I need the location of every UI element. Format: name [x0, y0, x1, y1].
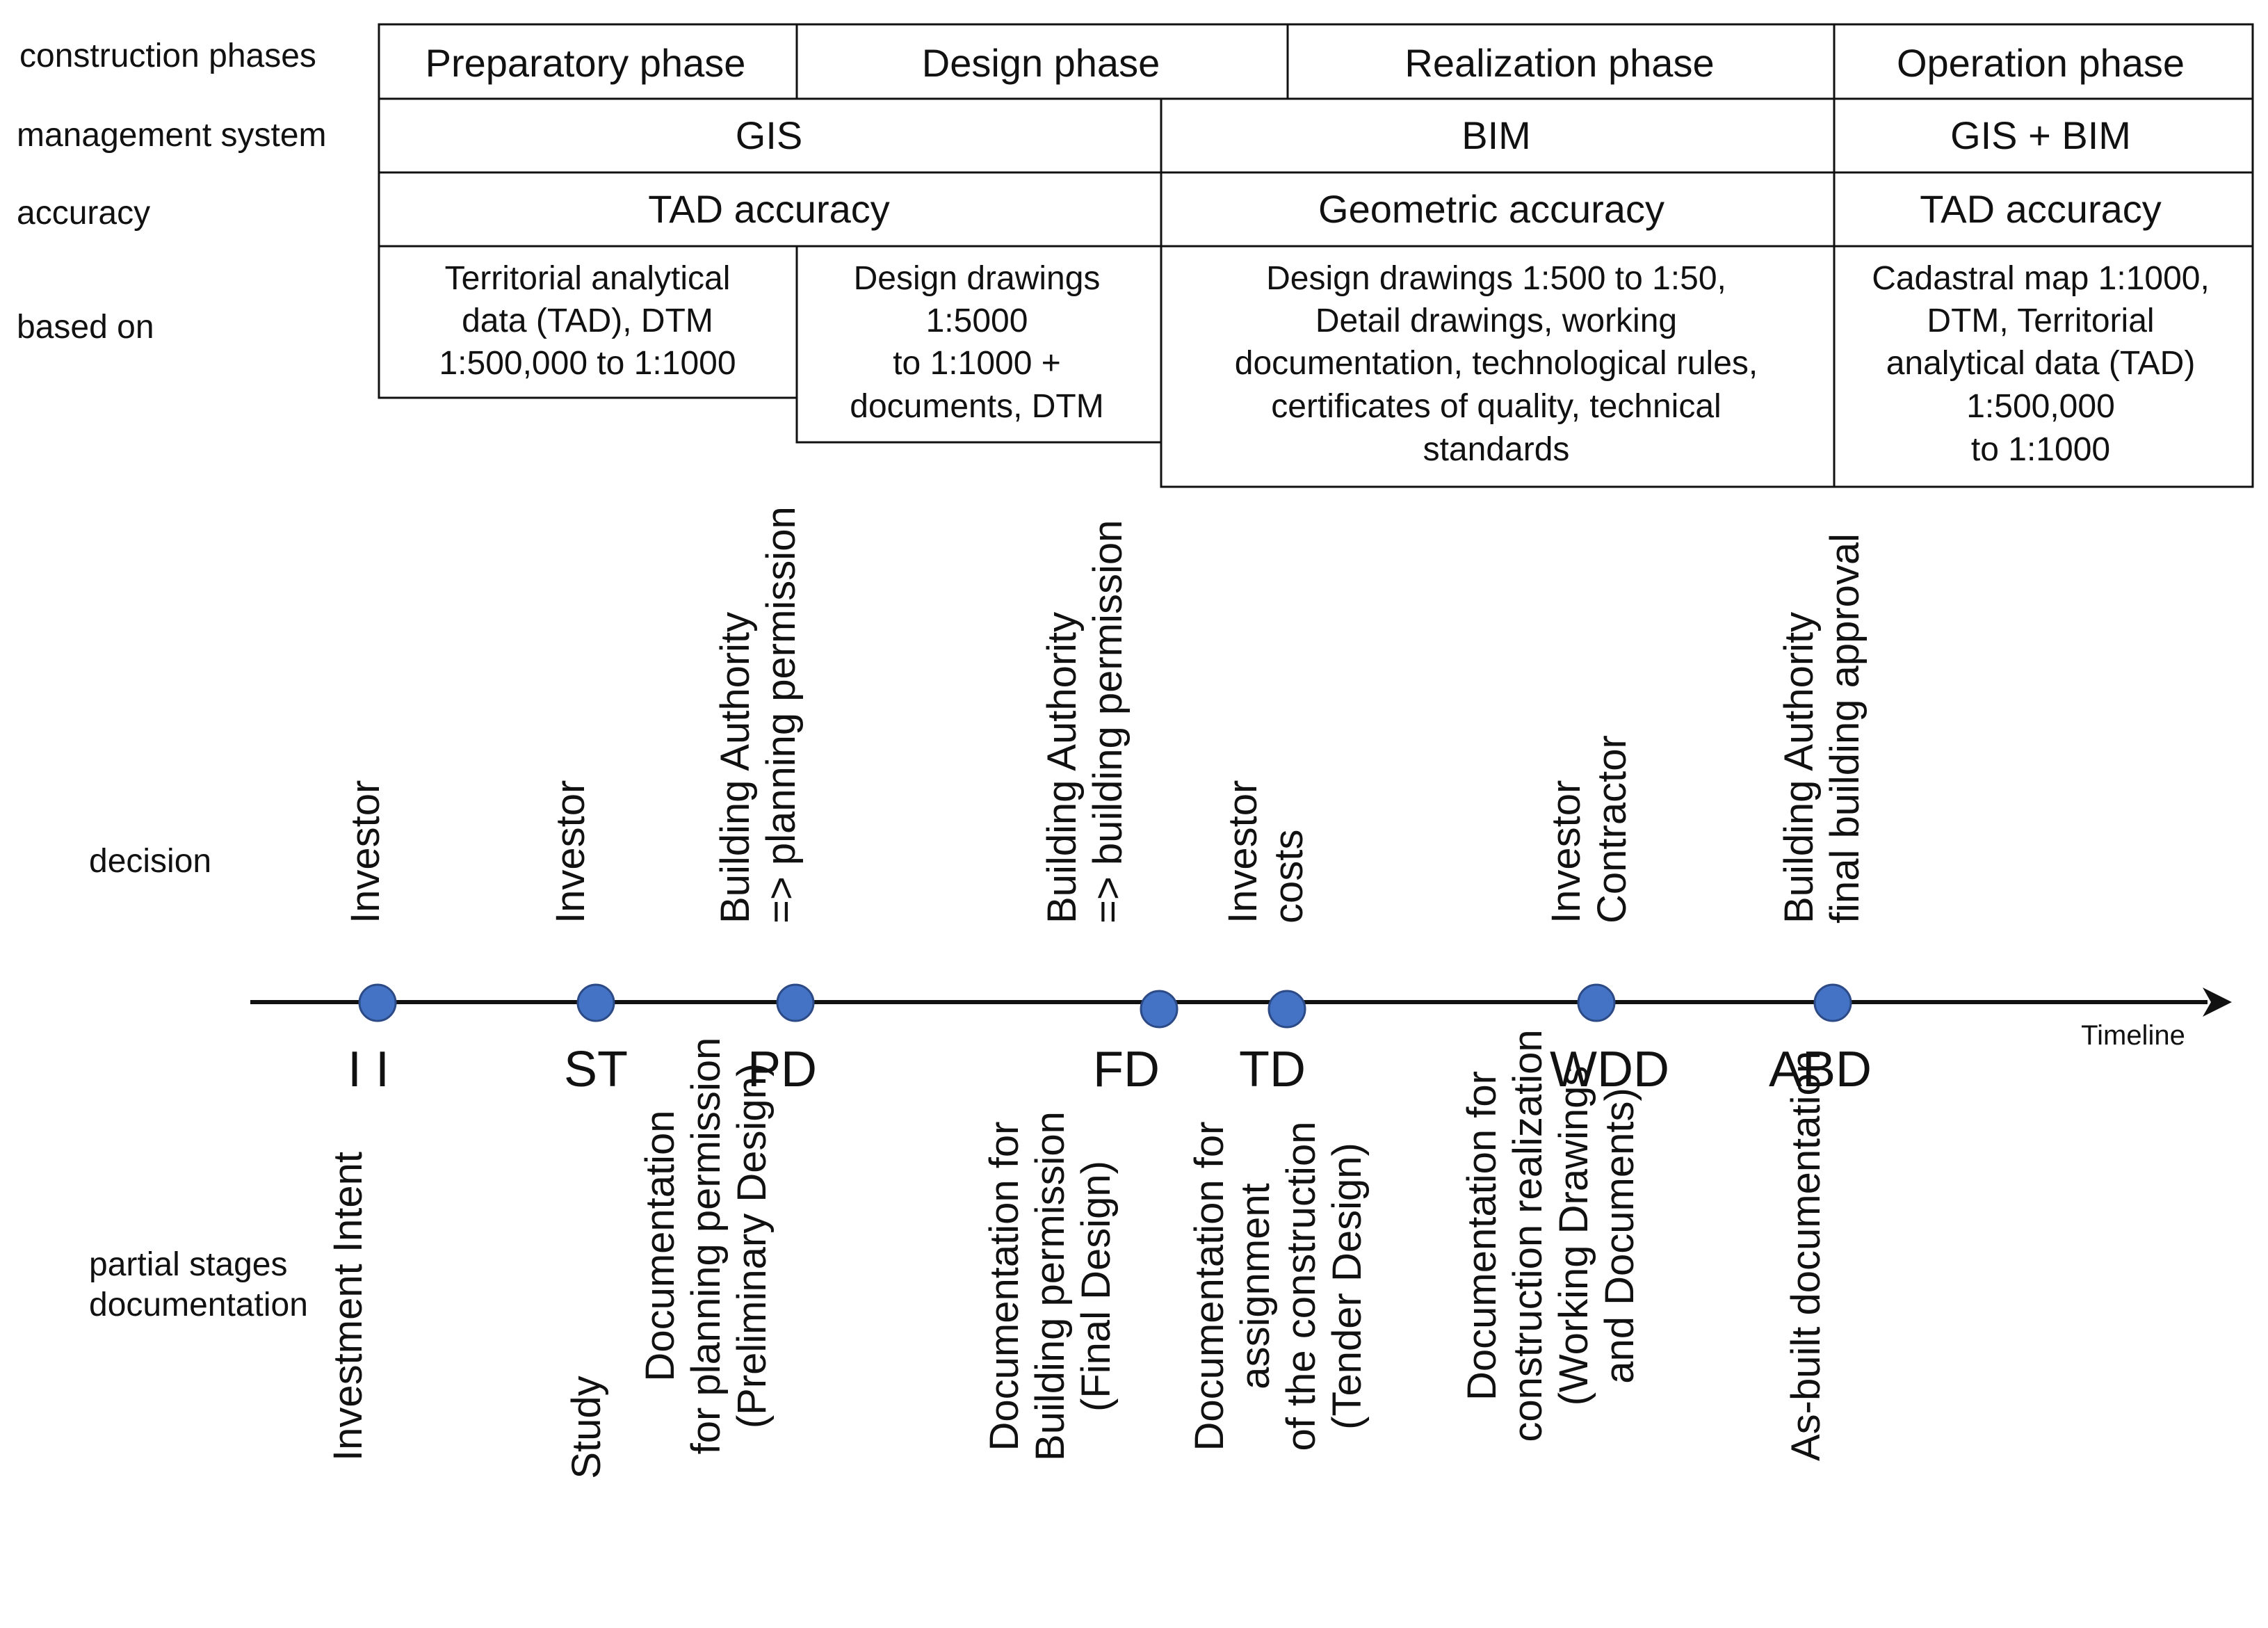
milestone-code: I I: [348, 1042, 389, 1097]
based-on-realization: Design drawings 1:500 to 1:50, Detail dr…: [1235, 260, 1758, 468]
based-on-text: Detail drawings, working: [1315, 303, 1677, 339]
milestone-point: [776, 983, 815, 1022]
decision-text: Building Authority: [1776, 612, 1822, 924]
based-on-text: 1:500,000 to 1:1000: [439, 345, 736, 382]
decision-text: Contractor: [1589, 735, 1635, 924]
milestone-code: TD: [1239, 1042, 1306, 1097]
based-on-text: documentation, technological rules,: [1235, 345, 1758, 382]
based-on-operation: Cadastral map 1:1000, DTM, Territorial a…: [1872, 260, 2210, 468]
milestone-point: [1577, 983, 1616, 1022]
based-on-text: analytical data (TAD): [1886, 345, 2196, 382]
timeline-arrowhead: [2203, 988, 2232, 1017]
based-on-design: Design drawings 1:5000 to 1:1000 + docum…: [850, 260, 1103, 425]
based-on-text: Design drawings: [854, 260, 1101, 297]
phase-design: Design phase: [922, 41, 1160, 85]
milestone-point: [576, 983, 615, 1022]
based-on-text: 1:5000: [926, 303, 1028, 339]
decision-text: => planning permission: [759, 506, 804, 924]
based-on-preparatory: Territorial analytical data (TAD), DTM 1…: [439, 260, 736, 382]
based-on-text: Territorial analytical: [445, 260, 731, 297]
decision-text: costs: [1266, 830, 1311, 924]
timeline-label: Timeline: [2081, 1020, 2185, 1051]
decision-text: Investor: [343, 780, 388, 924]
based-on-text: Design drawings 1:500 to 1:50,: [1266, 260, 1726, 297]
milestone-code: ABD: [1769, 1042, 1872, 1097]
milestone-code: WDD: [1550, 1042, 1669, 1097]
phase-table-grid: [378, 23, 2254, 488]
decision-text: Investor: [1544, 780, 1589, 924]
milestone-code: PD: [747, 1042, 817, 1097]
decision-text: final building approval: [1822, 533, 1868, 924]
milestone-point: [1813, 983, 1852, 1022]
phase-realization: Realization phase: [1404, 41, 1714, 85]
stage-text: Documentation for: [1459, 1071, 1505, 1401]
based-on-text: documents, DTM: [850, 388, 1103, 425]
row-label-construction-phases: construction phases: [19, 38, 316, 74]
milestone-pd: PD Building Authority=> planning permissi…: [638, 506, 817, 1454]
based-on-text: DTM, Territorial: [1927, 303, 2154, 339]
phase-operation: Operation phase: [1897, 41, 2185, 85]
milestone-fd: FD Building Authority=> building permissi…: [982, 520, 1178, 1461]
based-on-text: data (TAD), DTM: [462, 303, 713, 339]
phase-preparatory: Preparatory phase: [426, 41, 746, 85]
decision-text: Investor: [1220, 780, 1265, 924]
row-label-partial-stages-2: documentation: [89, 1287, 308, 1323]
milestone-point: [1140, 990, 1178, 1029]
row-label-accuracy: accuracy: [17, 195, 150, 232]
stage-text: of the construction: [1279, 1122, 1324, 1451]
management-gis: GIS: [736, 113, 802, 157]
decision-text: => building permission: [1085, 520, 1131, 924]
stage-text: (Tender Design): [1325, 1143, 1370, 1430]
decision-text: Building Authority: [713, 612, 758, 924]
accuracy-geometric: Geometric accuracy: [1318, 187, 1664, 231]
accuracy-tad-2: TAD accuracy: [1920, 187, 2161, 231]
management-gis-bim: GIS + BIM: [1950, 113, 2131, 157]
based-on-text: 1:500,000: [1966, 388, 2115, 425]
based-on-text: standards: [1423, 431, 1570, 468]
milestone-point: [1267, 990, 1306, 1029]
decision-text: Investor: [548, 780, 593, 924]
row-label-management-system: management system: [17, 117, 327, 154]
based-on-text: to 1:1000: [1971, 431, 2110, 468]
based-on-text: to 1:1000 +: [893, 345, 1061, 382]
stage-text: (Working Drawings: [1551, 1066, 1596, 1406]
accuracy-tad-1: TAD accuracy: [648, 187, 889, 231]
stage-text: assignment: [1233, 1183, 1278, 1389]
based-on-text: certificates of quality, technical: [1271, 388, 1721, 425]
stage-text: As-built documentation: [1783, 1051, 1829, 1461]
row-label-partial-stages-1: partial stages: [89, 1246, 288, 1283]
stage-text: Building permission: [1028, 1111, 1073, 1461]
stage-text: (Preliminary Design): [729, 1063, 775, 1428]
milestone-code: ST: [564, 1042, 628, 1097]
stage-text: Documentation for: [982, 1122, 1027, 1451]
milestone-point: [358, 983, 397, 1022]
stage-text: and Documents): [1597, 1088, 1642, 1384]
management-bim: BIM: [1461, 113, 1531, 157]
stage-text: (Final Design): [1074, 1161, 1119, 1412]
decision-text: Building Authority: [1039, 612, 1085, 924]
stage-text: Study: [564, 1376, 609, 1478]
row-label-based-on: based on: [17, 309, 154, 346]
stage-text: Documentation for: [1187, 1122, 1232, 1451]
row-label-decision: decision: [89, 843, 211, 880]
milestone-code: FD: [1093, 1042, 1160, 1097]
stage-text: construction realization: [1505, 1029, 1550, 1442]
stage-text: Documentation: [638, 1110, 683, 1381]
stage-text: for planning permission: [683, 1038, 729, 1455]
based-on-text: Cadastral map 1:1000,: [1872, 260, 2210, 297]
stage-text: Investment Intent: [325, 1152, 371, 1461]
